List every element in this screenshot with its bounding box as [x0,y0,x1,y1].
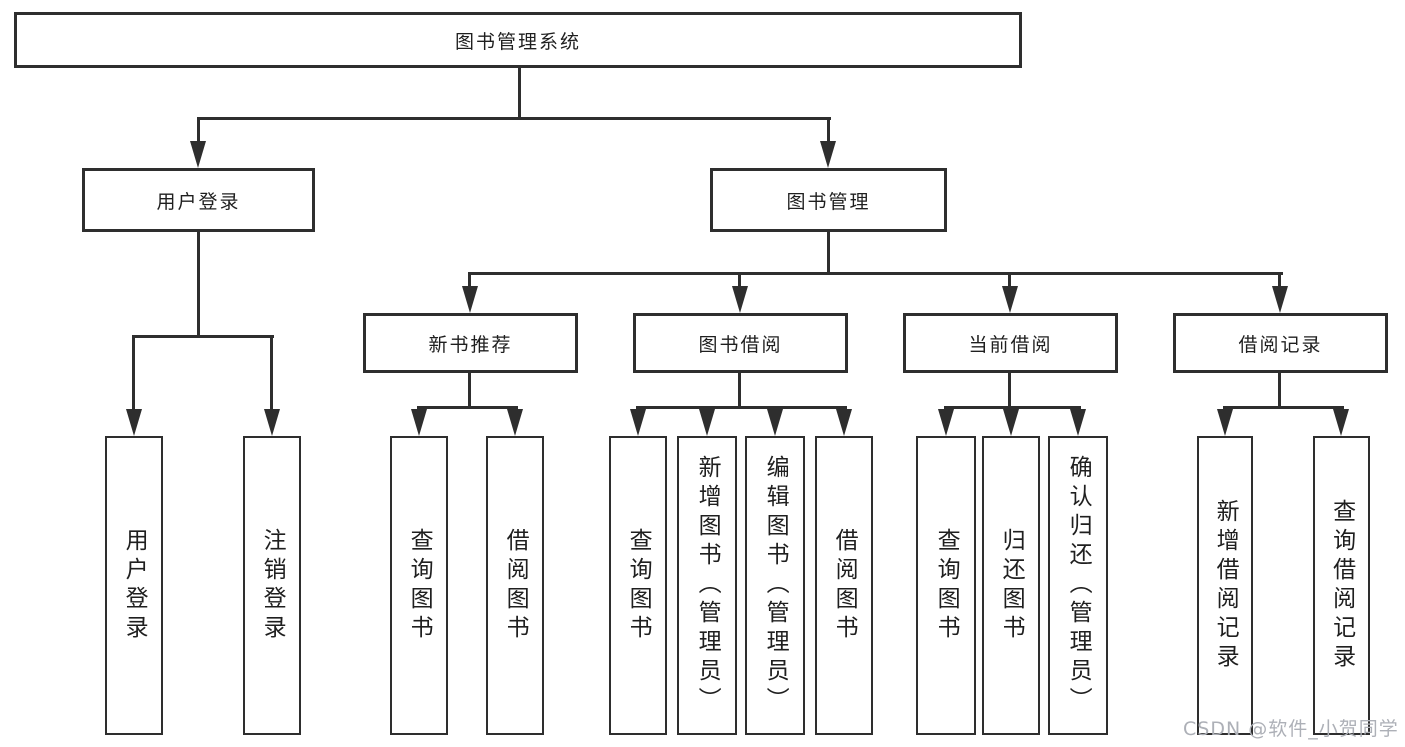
connector-line [270,335,273,409]
leaf-label: 新增借阅记录 [1212,498,1239,673]
connector-line [132,335,135,409]
leaf-query-books-current: 查询图书 [916,436,976,735]
connector-line [468,272,471,288]
arrow-down-icon [190,141,206,168]
connector-line [636,406,847,409]
node-borrowing-records: 借阅记录 [1173,313,1388,373]
leaf-query-books-newbook: 查询图书 [390,436,448,735]
connector-line [738,272,741,288]
leaf-logout: 注销登录 [243,436,301,735]
arrow-down-icon [938,409,954,436]
arrow-down-icon [836,409,852,436]
arrow-down-icon [630,409,646,436]
arrow-down-icon [462,286,478,313]
leaf-label: 注销登录 [259,527,286,644]
connector-line [827,232,830,275]
watermark-text: CSDN @软件_小贺同学 [1183,718,1399,740]
leaf-label: 查询借阅记录 [1328,498,1355,673]
node-user-login: 用户登录 [82,168,315,232]
leaf-label: 借阅图书 [502,527,529,644]
connector-line [827,117,830,143]
leaf-label: 新增图书（管理员） [694,455,721,716]
connector-line [197,117,200,143]
connector-line [518,68,521,120]
leaf-edit-books-admin: 编辑图书（管理员） [745,436,805,735]
leaf-user-login: 用户登录 [105,436,163,735]
arrow-down-icon [1217,409,1233,436]
connector-line [417,406,518,409]
node-book-management: 图书管理 [710,168,947,232]
node-new-book-recommendation: 新书推荐 [363,313,578,373]
node-library-system: 图书管理系统 [14,12,1022,68]
connector-line [1008,272,1011,288]
node-label: 图书借阅 [698,333,783,356]
leaf-confirm-return-admin: 确认归还（管理员） [1048,436,1108,735]
node-label: 图书管理 [786,190,871,213]
arrow-down-icon [1272,286,1288,313]
node-label: 新书推荐 [428,333,513,356]
connector-line [1223,406,1344,409]
connector-line [1278,373,1281,409]
arrow-down-icon [1003,409,1019,436]
arrow-down-icon [507,409,523,436]
connector-line [738,373,741,409]
connector-line [944,406,1081,409]
leaf-label: 借阅图书 [831,527,858,644]
arrow-down-icon [820,141,836,168]
leaf-query-borrow-record: 查询借阅记录 [1313,436,1370,735]
leaf-label: 归还图书 [998,527,1025,644]
leaf-label: 查询图书 [406,527,433,644]
connector-line [468,272,1283,275]
arrow-down-icon [767,409,783,436]
node-label: 用户登录 [156,190,241,213]
arrow-down-icon [1070,409,1086,436]
node-label: 借阅记录 [1238,333,1323,356]
arrow-down-icon [1333,409,1349,436]
leaf-label: 确认归还（管理员） [1065,455,1092,716]
arrow-down-icon [699,409,715,436]
arrow-down-icon [264,409,280,436]
connector-line [132,335,274,338]
connector-line [197,232,200,338]
arrow-down-icon [126,409,142,436]
arrow-down-icon [411,409,427,436]
leaf-borrow-books-newbook: 借阅图书 [486,436,544,735]
node-book-borrowing: 图书借阅 [633,313,848,373]
leaf-label: 查询图书 [933,527,960,644]
leaf-return-books: 归还图书 [982,436,1040,735]
leaf-label: 查询图书 [625,527,652,644]
leaf-query-books-borrow: 查询图书 [609,436,667,735]
leaf-add-borrow-record: 新增借阅记录 [1197,436,1253,735]
leaf-add-books-admin: 新增图书（管理员） [677,436,737,735]
connector-line [1008,373,1011,409]
connector-line [468,373,471,409]
node-label: 当前借阅 [968,333,1053,356]
connector-line [1278,272,1281,288]
connector-line [197,117,831,120]
leaf-label: 用户登录 [121,527,148,644]
node-current-borrowing: 当前借阅 [903,313,1118,373]
leaf-label: 编辑图书（管理员） [762,455,789,716]
arrow-down-icon [732,286,748,313]
node-label: 图书管理系统 [454,30,581,53]
arrow-down-icon [1002,286,1018,313]
leaf-borrow-books: 借阅图书 [815,436,873,735]
